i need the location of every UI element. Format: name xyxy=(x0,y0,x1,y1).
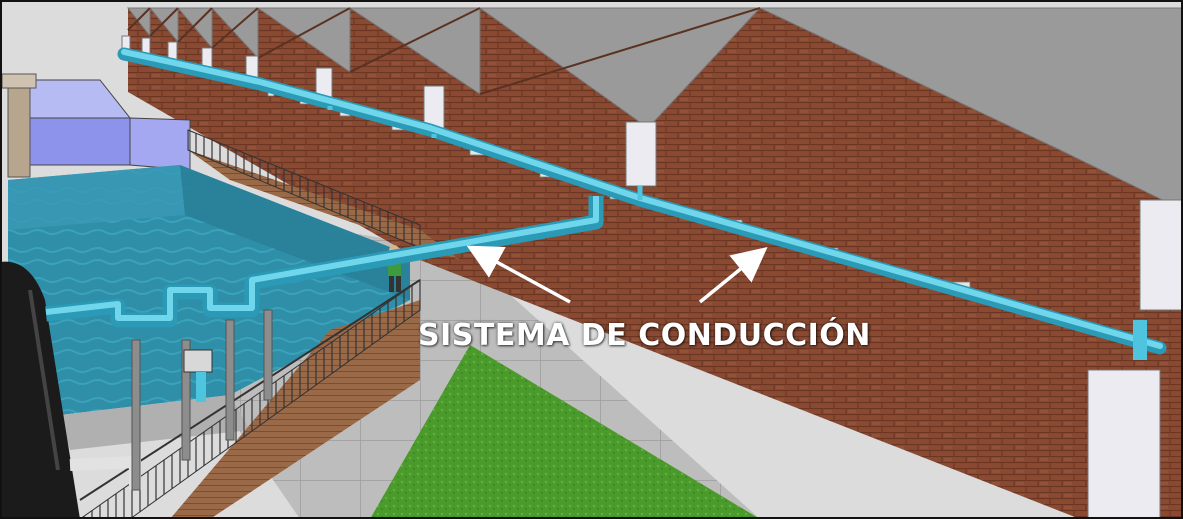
cistern-highlight xyxy=(28,289,60,471)
caption-label: SISTEMA DE CONDUCCIÓN xyxy=(418,318,871,353)
railing-front xyxy=(79,279,421,519)
filter-unit xyxy=(183,349,213,402)
downspout-connectors xyxy=(327,106,643,200)
branch-pipe-highlight xyxy=(45,196,599,321)
brick-wall xyxy=(128,8,1183,519)
downspouts xyxy=(121,35,1183,519)
arrow-to-main-pipe xyxy=(698,246,768,304)
pipe-supports xyxy=(131,309,273,491)
chimney-cap xyxy=(1,73,37,89)
main-pipe-highlight xyxy=(121,49,1163,349)
arrow-to-branch-pipe xyxy=(466,245,571,304)
chimney-column xyxy=(7,81,31,178)
lawn xyxy=(370,345,760,519)
roof-ridge-lines xyxy=(127,7,761,95)
elevated-tank xyxy=(7,79,191,176)
cistern-tank xyxy=(0,261,80,519)
